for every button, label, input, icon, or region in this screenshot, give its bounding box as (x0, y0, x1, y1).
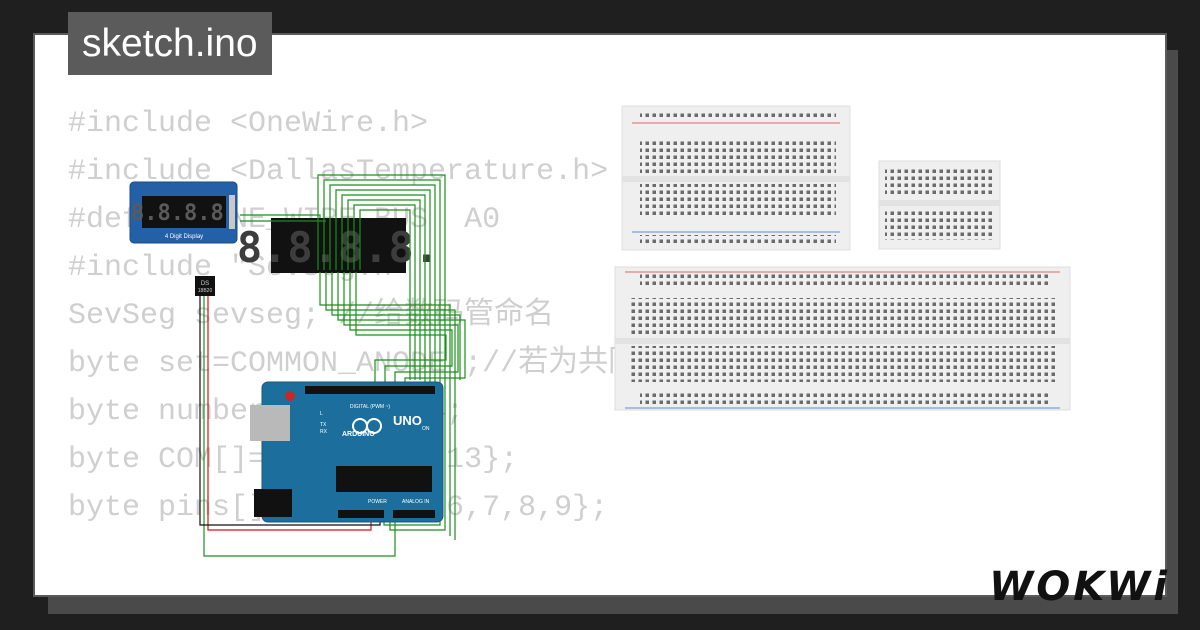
tx-label: TX (320, 422, 327, 428)
digital-label: DIGITAL (PWM ~) (350, 404, 390, 410)
module-digits: 8.8.8.8. (131, 201, 237, 226)
analog-label: ANALOG IN (402, 499, 430, 505)
breadboard-mini[interactable] (878, 160, 1001, 250)
sensor-label-bottom: 18B20 (198, 288, 213, 294)
rx-label: RX (320, 429, 328, 435)
seven-segment-display[interactable]: 8.8.8.8. (237, 218, 439, 273)
code-line: SevSeg sevseg; //给数码管命名 (68, 299, 555, 333)
file-title: sketch.ino (68, 12, 272, 75)
breadboard-full[interactable] (614, 266, 1071, 411)
power-label: POWER (368, 499, 387, 505)
wokwi-logo: WOKWi (989, 564, 1170, 610)
segment-digits: 8.8.8.8. (237, 223, 439, 272)
on-label: ON (422, 426, 430, 432)
breadboard-half[interactable] (621, 105, 851, 251)
arduino-uno[interactable]: DIGITAL (PWM ~) UNO ARDUINO ON TX RX L P… (250, 381, 444, 523)
l-label: L (320, 411, 323, 417)
model-label: UNO (393, 413, 422, 428)
code-line: #include <OneWire.h> (68, 107, 429, 141)
brand-label: ARDUINO (342, 431, 375, 438)
temperature-sensor[interactable]: DS 18B20 (195, 276, 215, 296)
module-label: 4 Digit Display (165, 234, 203, 240)
four-digit-display-module[interactable]: 8.8.8.8. 4 Digit Display (129, 181, 238, 244)
sensor-label-top: DS (201, 281, 209, 287)
